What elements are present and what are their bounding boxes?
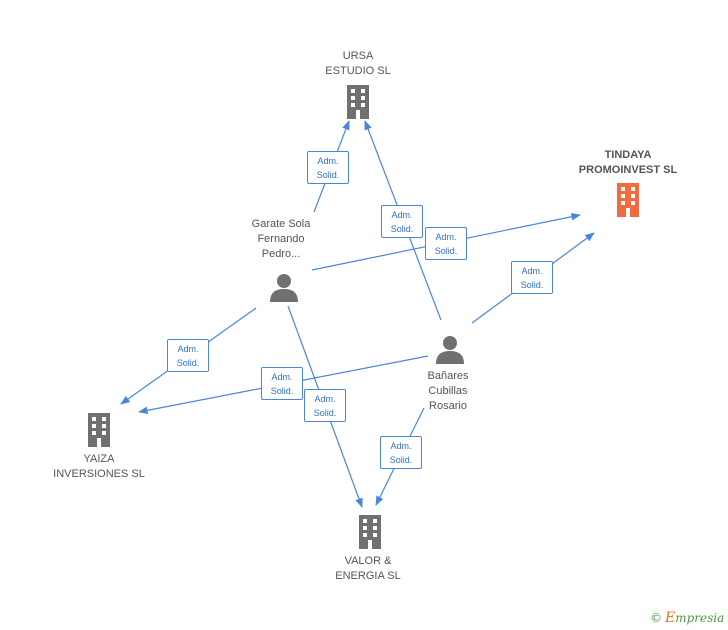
- edge-label-line1: Adm.: [177, 344, 199, 354]
- edge-label-line1: Adm.: [391, 210, 413, 220]
- node-label-line: Garate Sola: [251, 218, 311, 230]
- node-label-yaiza[interactable]: YAIZA INVERSIONES SL: [47, 452, 151, 482]
- edge-label-line1: Adm.: [435, 232, 457, 242]
- edge-label-line1: Adm.: [521, 266, 543, 276]
- node-label-line: VALOR &: [344, 555, 392, 567]
- building-icon-tindaya[interactable]: [617, 183, 639, 217]
- brand-logo: ©Empresia: [650, 610, 724, 626]
- node-label-line: Pedro...: [261, 248, 301, 260]
- edge-label-line2: Solid.: [176, 358, 200, 368]
- node-label-valor[interactable]: VALOR & ENERGIA SL: [326, 554, 410, 584]
- edge-label-line2: Solid.: [434, 246, 458, 256]
- edge-label-line2: Solid.: [390, 224, 414, 234]
- node-label-line: YAIZA: [83, 453, 115, 465]
- building-icon-yaiza[interactable]: [88, 413, 110, 447]
- node-label-line: INVERSIONES SL: [53, 468, 145, 480]
- node-label-line: Rosario: [429, 400, 467, 412]
- edge-label-line2: Solid.: [313, 408, 337, 418]
- edge-label-garate-valor[interactable]: Adm. Solid.: [304, 389, 346, 422]
- node-label-line: Fernando: [257, 233, 305, 245]
- edge-label-line2: Solid.: [389, 455, 413, 465]
- node-label-line: ENERGIA SL: [335, 570, 401, 582]
- edge-label-line2: Solid.: [316, 170, 340, 180]
- edge-label-banares-tindaya[interactable]: Adm. Solid.: [511, 261, 553, 294]
- edge-label-banares-yaiza[interactable]: Adm. Solid.: [261, 367, 303, 400]
- edge-label-line1: Adm.: [390, 441, 412, 451]
- node-label-garate[interactable]: Garate Sola Fernando Pedro...: [238, 217, 324, 262]
- edge-label-banares-valor[interactable]: Adm. Solid.: [380, 436, 422, 469]
- node-label-line: TINDAYA: [604, 149, 652, 161]
- edge-label-banares-ursa[interactable]: Adm. Solid.: [381, 205, 423, 238]
- node-label-line: Bañares: [427, 370, 469, 382]
- edge-label-garate-tindaya[interactable]: Adm. Solid.: [425, 227, 467, 260]
- node-label-tindaya[interactable]: TINDAYA PROMOINVEST SL: [566, 148, 690, 178]
- node-label-line: Cubillas: [428, 385, 468, 397]
- person-icon-garate[interactable]: [270, 274, 298, 302]
- edge-label-garate-yaiza[interactable]: Adm. Solid.: [167, 339, 209, 372]
- edges: [120, 120, 595, 508]
- edge-label-garate-ursa[interactable]: Adm. Solid.: [307, 151, 349, 184]
- edge-label-line2: Solid.: [520, 280, 544, 290]
- edge-label-line1: Adm.: [317, 156, 339, 166]
- person-icon-banares[interactable]: [436, 336, 464, 364]
- brand-e: E: [665, 610, 676, 626]
- building-icon-ursa[interactable]: [347, 85, 369, 119]
- node-label-line: URSA: [342, 50, 374, 62]
- node-label-ursa[interactable]: URSA ESTUDIO SL: [316, 49, 400, 79]
- copyright-icon: ©: [650, 611, 662, 625]
- brand-name: mpresia: [675, 611, 725, 625]
- building-icon-valor[interactable]: [359, 515, 381, 549]
- node-label-banares[interactable]: Bañares Cubillas Rosario: [410, 369, 486, 414]
- node-label-line: ESTUDIO SL: [325, 65, 391, 77]
- edge-label-line1: Adm.: [271, 372, 293, 382]
- edge-label-line2: Solid.: [270, 386, 294, 396]
- edge-label-line1: Adm.: [314, 394, 336, 404]
- node-label-line: PROMOINVEST SL: [578, 164, 678, 176]
